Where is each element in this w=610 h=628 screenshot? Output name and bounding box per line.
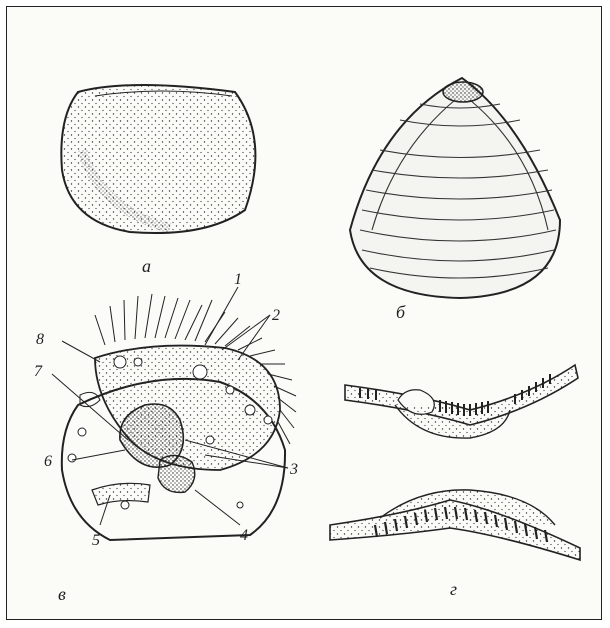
panel-label-b: б xyxy=(396,302,406,322)
panel-g-section-bottom xyxy=(330,490,580,560)
panel-label-g: г xyxy=(450,579,457,599)
callout-4: 4 xyxy=(240,527,248,544)
panel-a-shell xyxy=(61,85,255,233)
callout-3: 3 xyxy=(289,461,298,478)
panel-v-organism xyxy=(52,287,296,540)
callout-7: 7 xyxy=(34,363,43,380)
callout-8: 8 xyxy=(36,331,44,348)
callout-6: 6 xyxy=(44,453,52,470)
callout-1: 1 xyxy=(234,271,242,288)
panel-b-shell xyxy=(350,78,560,298)
panel-label-a: а xyxy=(142,256,151,276)
callout-2: 2 xyxy=(272,307,280,324)
callout-5: 5 xyxy=(92,532,100,549)
panel-g-section-top xyxy=(345,365,578,438)
panel-label-v: в xyxy=(58,584,66,604)
